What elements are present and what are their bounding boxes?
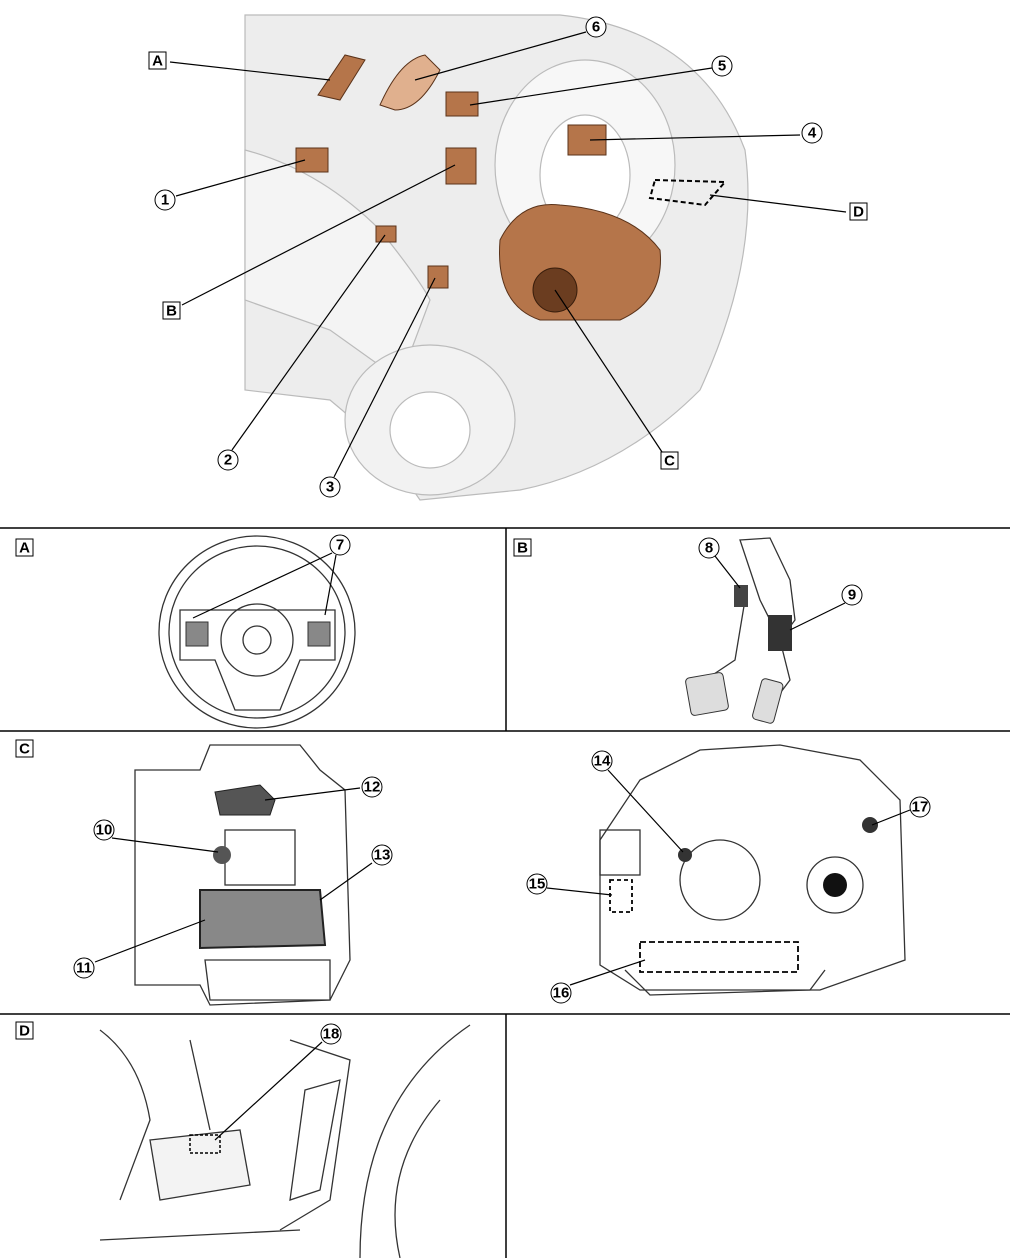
svg-text:4: 4 bbox=[808, 125, 817, 142]
panel-b-label: B bbox=[517, 540, 528, 557]
panel-grid bbox=[0, 527, 1010, 1258]
pedal-part bbox=[445, 147, 477, 185]
callout-11: 11 bbox=[73, 957, 95, 979]
callout-3: 3 bbox=[319, 476, 341, 498]
svg-text:14: 14 bbox=[594, 753, 611, 770]
svg-text:16: 16 bbox=[553, 985, 570, 1002]
callout-18: 18 bbox=[320, 1023, 342, 1045]
svg-text:9: 9 bbox=[848, 587, 856, 604]
callout-8: 8 bbox=[698, 537, 720, 559]
svg-text:1: 1 bbox=[161, 192, 169, 209]
callout-10: 10 bbox=[93, 819, 115, 841]
vehicle-overview: 1 2 3 4 5 6 A B C D bbox=[148, 14, 868, 501]
svg-text:17: 17 bbox=[912, 799, 929, 816]
callout-13: 13 bbox=[371, 844, 393, 866]
steering-wheel-part bbox=[317, 54, 366, 101]
svg-text:13: 13 bbox=[374, 847, 391, 864]
panel-c-transaxle: C 10 11 12 13 14 15 16 17 bbox=[15, 739, 931, 1006]
part-1 bbox=[295, 147, 329, 173]
callout-16: 16 bbox=[550, 982, 572, 1004]
view-label-a: A bbox=[148, 51, 167, 70]
callout-7: 7 bbox=[329, 534, 351, 556]
svg-text:12: 12 bbox=[364, 779, 381, 796]
svg-text:2: 2 bbox=[224, 452, 232, 469]
svg-text:A: A bbox=[152, 53, 163, 70]
svg-text:3: 3 bbox=[326, 479, 334, 496]
callout-2: 2 bbox=[217, 449, 239, 471]
panel-b-pedals: B 8 9 bbox=[513, 537, 863, 724]
svg-text:D: D bbox=[853, 204, 864, 221]
part-6 bbox=[379, 54, 441, 111]
svg-text:15: 15 bbox=[529, 876, 546, 893]
svg-text:11: 11 bbox=[76, 960, 92, 977]
part-2 bbox=[375, 225, 397, 243]
view-label-c: C bbox=[660, 451, 679, 470]
callout-9: 9 bbox=[841, 584, 863, 606]
callout-5: 5 bbox=[711, 55, 733, 77]
svg-text:18: 18 bbox=[323, 1026, 340, 1043]
svg-text:7: 7 bbox=[336, 537, 344, 554]
panel-a-label: A bbox=[19, 540, 30, 557]
panel-d-label: D bbox=[19, 1023, 30, 1040]
view-label-b: B bbox=[162, 301, 181, 320]
callout-12: 12 bbox=[361, 776, 383, 798]
area-d-marker bbox=[648, 178, 728, 207]
callout-14: 14 bbox=[591, 750, 613, 772]
panel-a-steering-wheel: A 7 bbox=[15, 534, 356, 729]
svg-text:8: 8 bbox=[705, 540, 713, 557]
svg-text:5: 5 bbox=[718, 58, 726, 75]
callout-1: 1 bbox=[154, 189, 176, 211]
svg-text:6: 6 bbox=[592, 19, 600, 36]
callout-6: 6 bbox=[585, 16, 607, 38]
callout-15: 15 bbox=[526, 873, 548, 895]
panel-c-label: C bbox=[19, 741, 30, 758]
panel-d-connector: D 18 bbox=[15, 1021, 471, 1258]
svg-text:B: B bbox=[166, 303, 177, 320]
view-label-d: D bbox=[849, 202, 868, 221]
callout-17: 17 bbox=[909, 796, 931, 818]
callout-4: 4 bbox=[801, 122, 823, 144]
svg-text:10: 10 bbox=[96, 822, 113, 839]
svg-text:C: C bbox=[664, 453, 675, 470]
